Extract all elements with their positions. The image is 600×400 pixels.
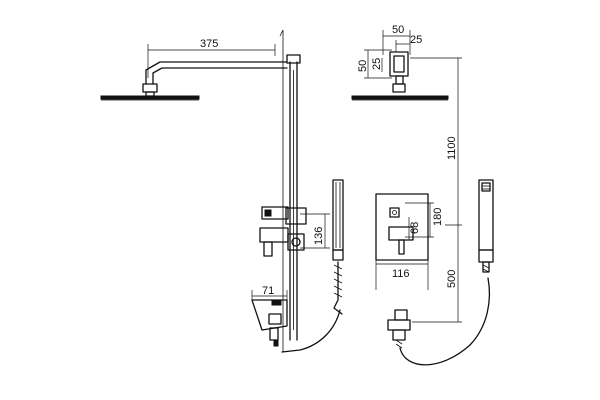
slide-holder [261,206,307,251]
side-elevation-view: 375 136 [100,29,344,353]
label-bracket-height: 50 [357,60,369,72]
top-connector [286,54,301,64]
dimension-arm-length: 375 [147,38,276,78]
label-outlet-height: 500 [446,270,458,288]
tub-spout [251,299,288,347]
dimension-valve-width: 116 [375,260,429,290]
mixing-valve-plate [375,193,429,261]
label-bracket-height-half: 25 [371,58,383,70]
riser-pipe [289,61,298,341]
dimension-rail-height: 1100 [410,57,462,225]
dimension-bracket-height: 50 25 [357,49,392,79]
dimension-spout-projection: 71 [251,285,288,300]
label-holder-range: 136 [313,227,325,245]
arm-bracket [389,51,409,93]
hose-front [399,277,491,366]
dimension-valve-offset: 68 [408,217,421,240]
shower-arm [142,61,288,97]
dimension-bracket-width: 50 25 [382,24,422,55]
hand-shower-front [478,179,494,273]
label-valve-offset: 68 [409,222,421,234]
label-bracket-depth: 25 [410,34,422,46]
dimension-holder-range: 136 [300,213,330,249]
dimension-valve-height: 180 [405,202,444,238]
label-arm-length: 375 [200,38,218,50]
hand-shower-side [332,179,344,261]
diverter-handle [259,227,289,257]
wall-outlet [387,309,411,349]
shower-head-front [351,95,449,101]
label-valve-height: 180 [432,208,444,226]
label-rail-height: 1100 [446,136,458,160]
label-bracket-width: 50 [392,24,404,36]
label-valve-width: 116 [392,268,410,280]
dimension-outlet-height: 500 [412,224,462,323]
label-spout-projection: 71 [262,285,274,297]
front-elevation-view: 50 25 50 25 1100 [351,24,494,366]
shower-head-side [100,95,200,101]
